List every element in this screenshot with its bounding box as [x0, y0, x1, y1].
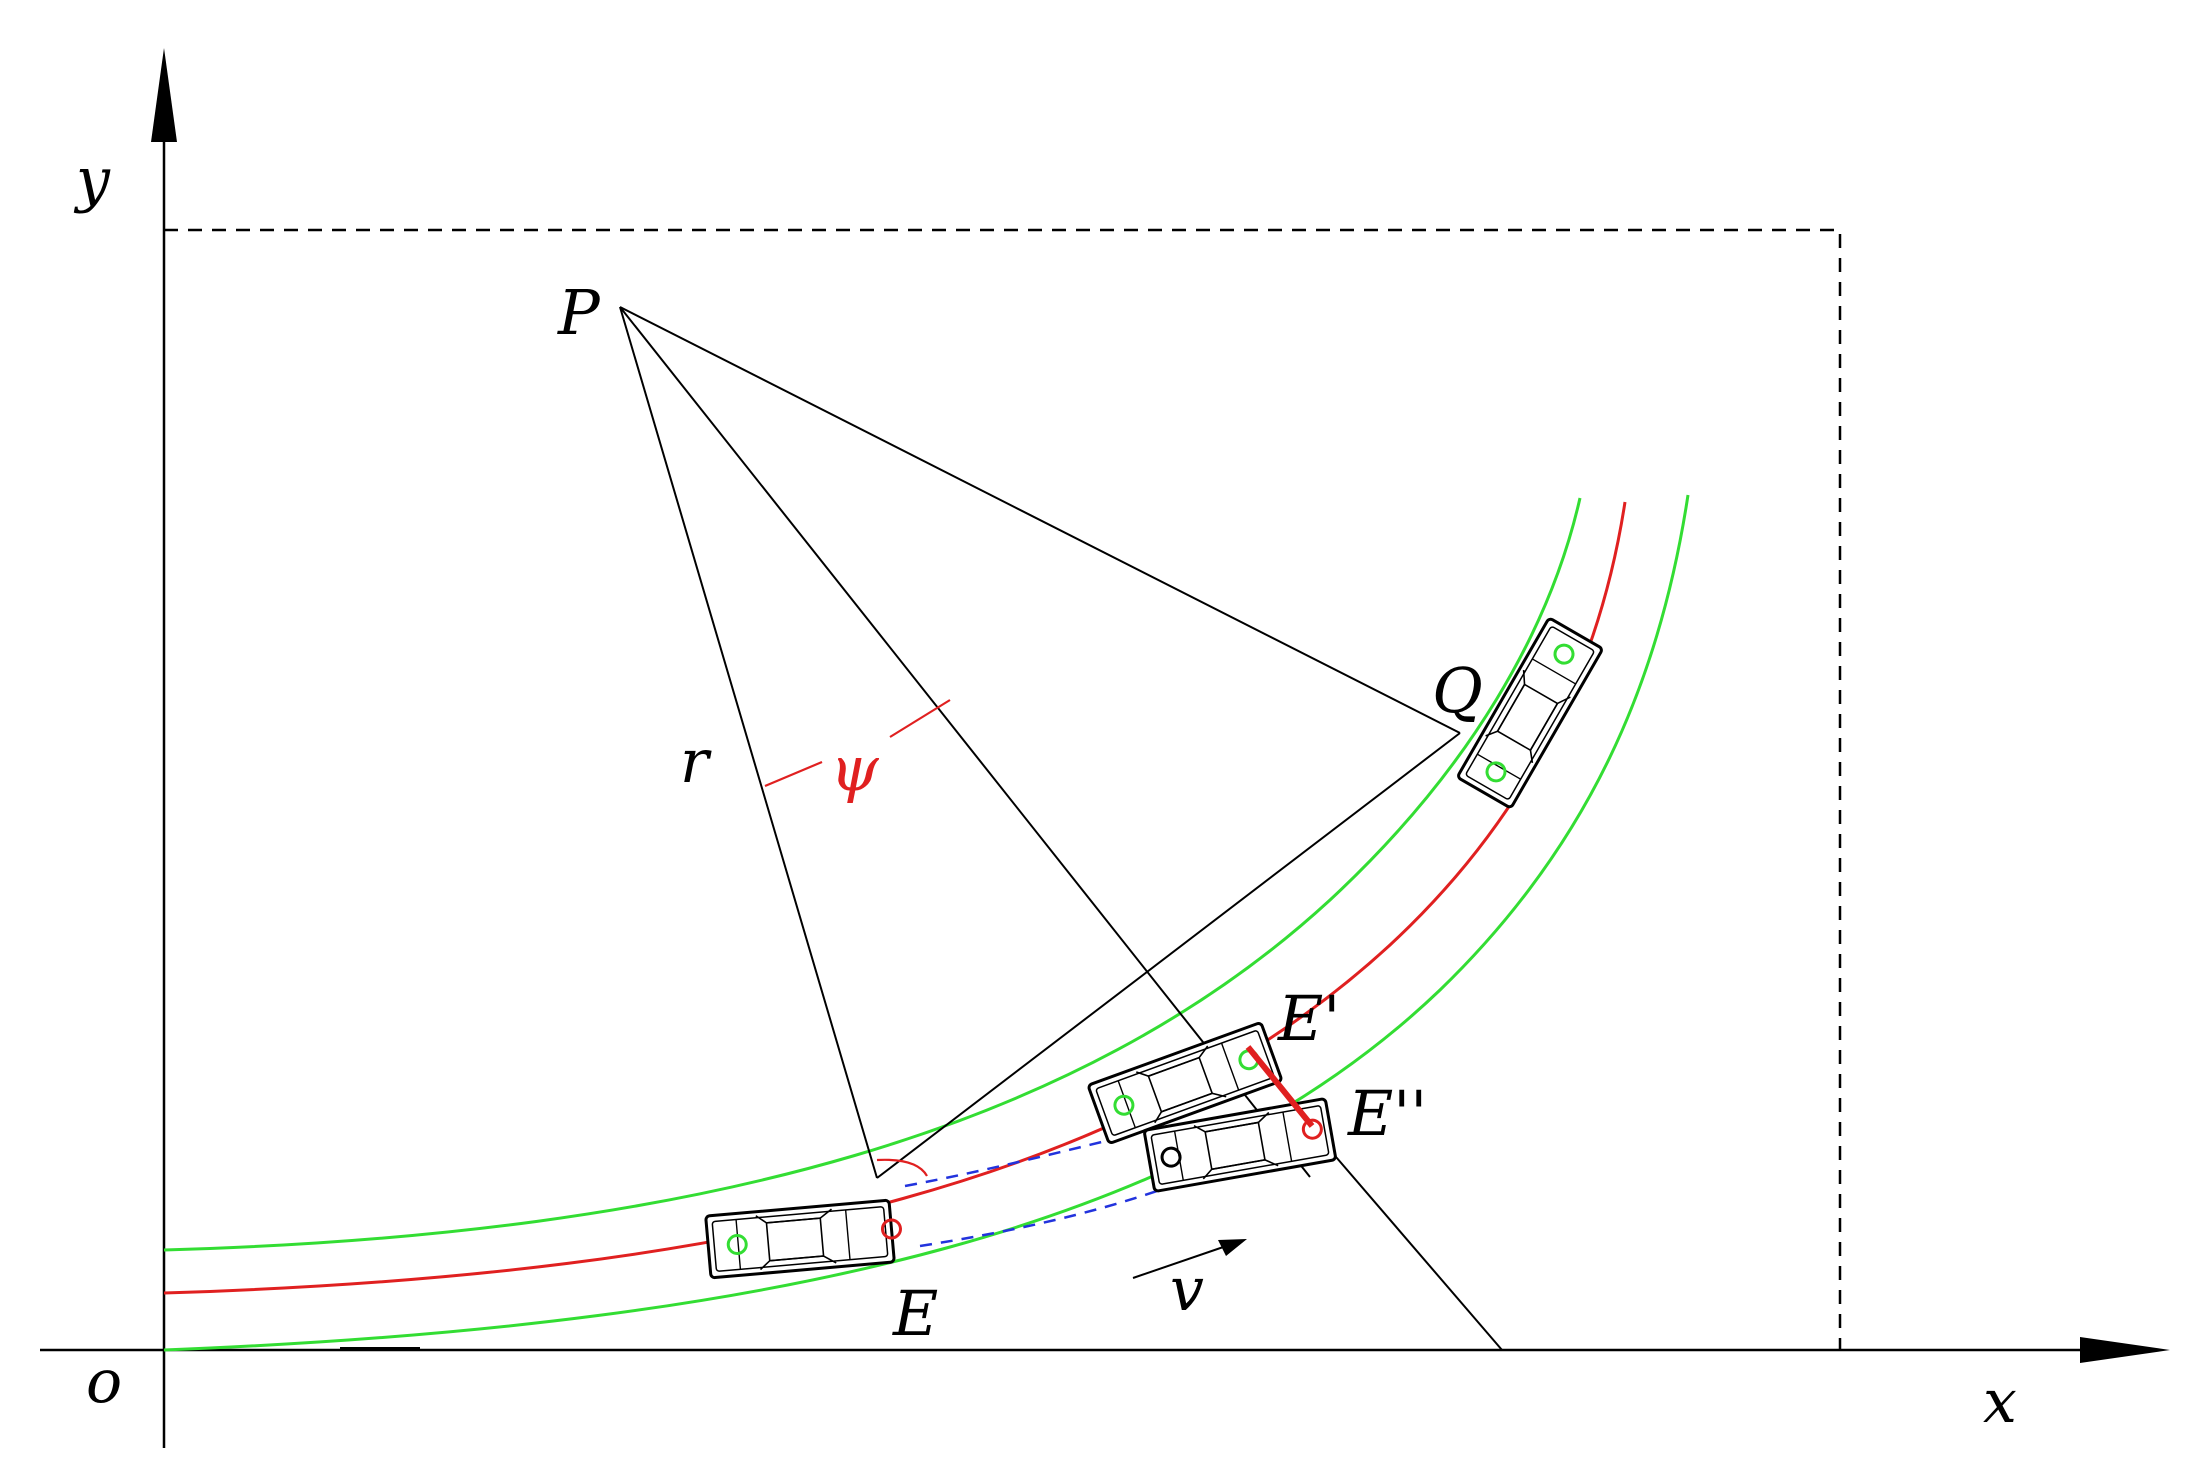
car-at-Q: [1455, 616, 1605, 810]
point-E-prime-label: E': [1277, 982, 1340, 1055]
construction-lines: [619, 306, 1503, 1351]
lane-centerline: [163, 501, 1627, 1295]
angle-psi-label: ψ: [830, 732, 880, 805]
y-axis: [151, 48, 177, 1448]
psi-angle-mark: [764, 699, 951, 1177]
x-axis-label: x: [1983, 1367, 2017, 1437]
point-Q-label: Q: [1432, 654, 1483, 727]
point-E-double-prime-label: E'': [1347, 1077, 1427, 1150]
swept-trajectory: [904, 1138, 1161, 1248]
radius-r-label: r: [680, 727, 712, 797]
velocity-arrow: [1132, 1239, 1247, 1279]
workspace-boundary: [164, 228, 1842, 1350]
point-P-label: P: [557, 276, 601, 349]
lane-edge-inner: [163, 494, 1690, 1352]
point-E-label: E: [892, 1277, 938, 1350]
origin-label: o: [86, 1347, 122, 1417]
lane-edge-outer: [163, 497, 1582, 1252]
y-axis-label: y: [73, 145, 111, 215]
car-at-E: [704, 1198, 902, 1280]
offset-segment: [1245, 1045, 1315, 1128]
velocity-v-label: v: [1170, 1255, 1204, 1325]
